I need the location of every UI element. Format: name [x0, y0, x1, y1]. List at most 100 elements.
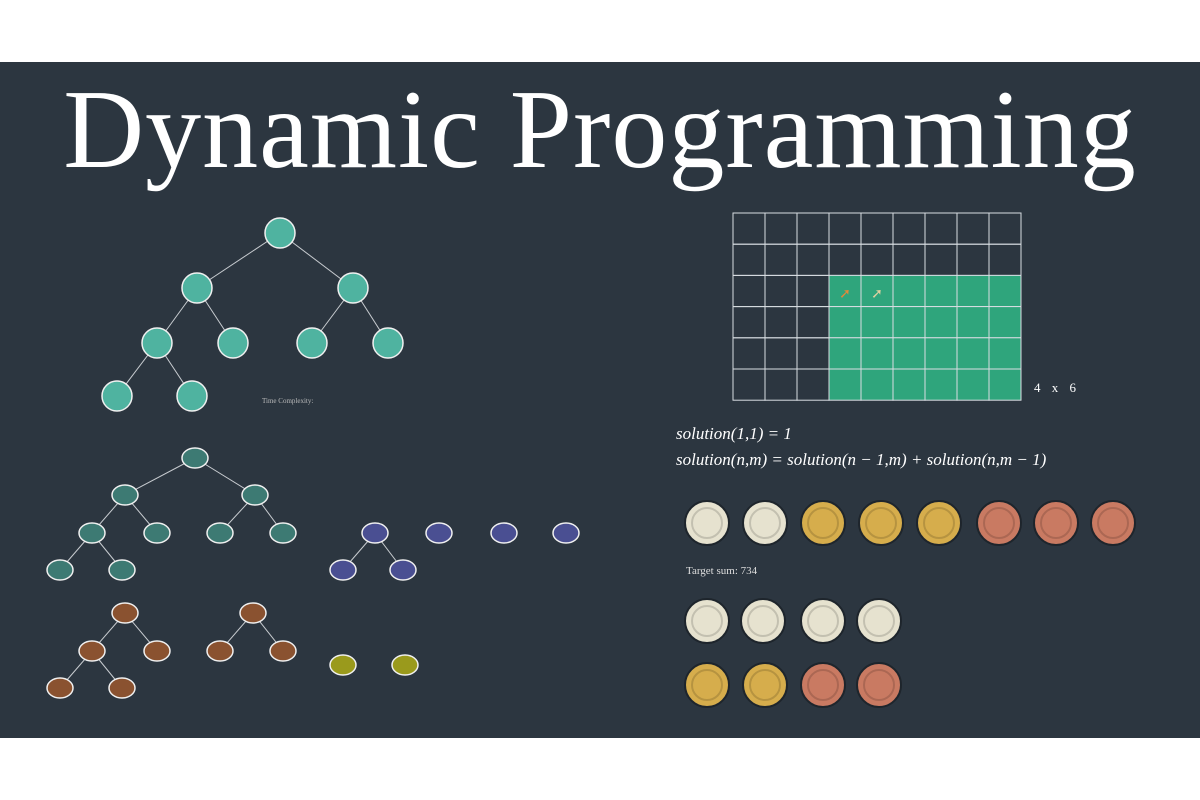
- denomination-gold-coin: [858, 500, 904, 546]
- teal-tree-node: [143, 522, 171, 544]
- denomination-copper-coin: [1090, 500, 1136, 546]
- solution-copper-coin: [800, 662, 846, 708]
- coin-relief: [747, 605, 779, 637]
- grid-cell: [988, 212, 1022, 245]
- teal-tree-edge: [124, 457, 196, 496]
- solution-silver-coin: [856, 598, 902, 644]
- coin-relief: [923, 507, 955, 539]
- recursion-tree-node: [141, 327, 173, 359]
- grid-cell: [988, 243, 1022, 276]
- recursion-tree-node: [337, 272, 369, 304]
- coin-relief: [749, 669, 781, 701]
- grid-cell: [732, 368, 766, 401]
- coin-relief: [863, 605, 895, 637]
- grid-cell: [828, 243, 862, 276]
- brown-tree-node: [78, 640, 106, 662]
- grid-cell: [860, 243, 894, 276]
- grid-cell-highlighted: [892, 274, 926, 308]
- grid-cell-highlighted: [988, 306, 1022, 339]
- coin-relief: [863, 669, 895, 701]
- grid-cell-highlighted: [892, 368, 926, 401]
- solution-silver-coin: [740, 598, 786, 644]
- recursion-tree-node: [217, 327, 249, 359]
- grid-cell-highlighted: [860, 337, 894, 370]
- grid-cell-highlighted: [956, 337, 990, 370]
- solution-gold-coin: [684, 662, 730, 708]
- coin-relief: [691, 507, 723, 539]
- teal-tree-node: [241, 484, 269, 506]
- grid-cell-highlighted: [988, 274, 1022, 308]
- brown-tree-node: [206, 640, 234, 662]
- denomination-copper-coin: [976, 500, 1022, 546]
- grid-cell-highlighted: [892, 337, 926, 370]
- grid-cell: [764, 337, 798, 370]
- blue-tree-node: [361, 522, 389, 544]
- brown-tree-node: [269, 640, 297, 662]
- grid-cell-highlighted: [924, 274, 958, 308]
- grid-cell: [796, 337, 830, 370]
- grid-cell-highlighted: [988, 337, 1022, 370]
- grid-cell: [764, 212, 798, 245]
- solution-copper-coin: [856, 662, 902, 708]
- teal-tree-node: [206, 522, 234, 544]
- recursion-tree-node: [264, 217, 296, 249]
- grid-cell-highlighted: [828, 368, 862, 401]
- grid-cell: [764, 368, 798, 401]
- grid-cell-highlighted: [860, 368, 894, 401]
- blue-tree-node: [552, 522, 580, 544]
- robot-icon: ➚: [871, 286, 883, 302]
- denomination-silver-coin: [742, 500, 788, 546]
- recursion-tree-node: [372, 327, 404, 359]
- blue-tree-node: [425, 522, 453, 544]
- grid-cell: [924, 243, 958, 276]
- grid-cell-highlighted: [924, 368, 958, 401]
- brown-tree-node: [239, 602, 267, 624]
- grid-cell: [764, 306, 798, 339]
- grid-cell: [796, 306, 830, 339]
- grid-cell: [796, 243, 830, 276]
- grid-cell-highlighted: [860, 306, 894, 339]
- coin-relief: [691, 669, 723, 701]
- teal-tree-node: [111, 484, 139, 506]
- grid-dimensions-label: 4 x 6: [1034, 380, 1076, 395]
- grid-cell: [796, 212, 830, 245]
- denomination-copper-coin: [1033, 500, 1079, 546]
- coin-relief: [983, 507, 1015, 539]
- blue-tree-node: [490, 522, 518, 544]
- denomination-gold-coin: [916, 500, 962, 546]
- coin-relief: [1097, 507, 1129, 539]
- solution-silver-coin: [800, 598, 846, 644]
- time-complexity-label: Time Complexity:: [262, 397, 314, 405]
- robot-icon: ➚: [839, 286, 851, 302]
- grid-cell: [892, 212, 926, 245]
- grid-cell-highlighted: [828, 337, 862, 370]
- grid-cell: [764, 274, 798, 308]
- teal-tree-node: [46, 559, 74, 581]
- grid-cell-highlighted: [924, 306, 958, 339]
- grid-cell: [956, 212, 990, 245]
- grid-cell: [732, 337, 766, 370]
- base-case-equation: solution(1,1) = 1: [676, 424, 792, 443]
- recursion-tree-node: [181, 272, 213, 304]
- page-title: Dynamic Programming: [63, 68, 1137, 192]
- coin-relief: [807, 669, 839, 701]
- olive-node-node: [391, 654, 419, 676]
- blue-tree-node: [329, 559, 357, 581]
- grid-cell: [732, 274, 766, 308]
- recursion-tree-node: [296, 327, 328, 359]
- brown-tree-node: [143, 640, 171, 662]
- olive-node-node: [329, 654, 357, 676]
- grid-cell: [860, 212, 894, 245]
- grid-cell-highlighted: [956, 274, 990, 308]
- coin-relief: [691, 605, 723, 637]
- grid-cell: [796, 274, 830, 308]
- recurrence-equation: solution(n,m) = solution(n − 1,m) + solu…: [676, 450, 1047, 469]
- coin-relief: [865, 507, 897, 539]
- teal-tree-node: [78, 522, 106, 544]
- grid-cell-highlighted: [892, 306, 926, 339]
- solution-gold-coin: [742, 662, 788, 708]
- grid-cell-highlighted: [924, 337, 958, 370]
- denomination-silver-coin: [684, 500, 730, 546]
- recursion-tree-node: [176, 380, 208, 412]
